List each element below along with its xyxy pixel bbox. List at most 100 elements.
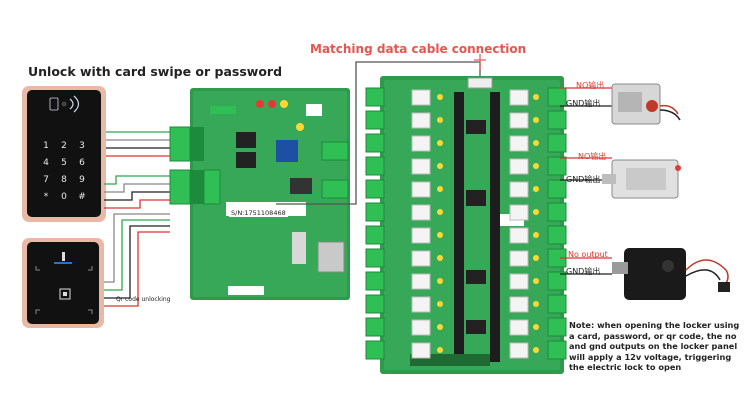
card-reader-device [22, 86, 106, 222]
right-relay-0 [509, 89, 529, 106]
left-relay-6 [411, 227, 431, 244]
right-terminal-9 [547, 294, 567, 314]
left-terminal-8 [365, 271, 385, 291]
right-led-11 [533, 347, 539, 353]
keypad-key-2: 3 [79, 141, 85, 151]
controller-board [169, 88, 350, 300]
right-relay-3 [509, 158, 529, 175]
keypad-key-6: 7 [43, 175, 49, 185]
lock2-gnd-label: GND输出 [566, 175, 601, 184]
keypad-key-4: 5 [61, 158, 67, 168]
right-terminal-5 [547, 202, 567, 222]
right-relay-2 [509, 135, 529, 152]
reader-wires [104, 131, 170, 307]
keypad-key-3: 4 [43, 158, 49, 168]
keypad-key-11: # [78, 192, 86, 202]
right-relay-6 [509, 227, 529, 244]
right-led-2 [533, 140, 539, 146]
locker-relays [365, 87, 567, 360]
right-relay-11 [509, 342, 529, 359]
lock2-no-label: NO输出 [578, 152, 607, 161]
right-relay-7 [509, 250, 529, 267]
electric-lock-3 [612, 248, 730, 300]
right-led-4 [533, 186, 539, 192]
right-relay-4 [509, 181, 529, 198]
left-relay-0 [411, 89, 431, 106]
right-relay-1 [509, 112, 529, 129]
left-relay-1 [411, 112, 431, 129]
keypad-key-10: 0 [61, 192, 67, 202]
left-led-10 [437, 324, 443, 330]
right-terminal-1 [547, 110, 567, 130]
left-relay-10 [411, 319, 431, 336]
left-led-1 [437, 117, 443, 123]
left-led-0 [437, 94, 443, 100]
right-terminal-2 [547, 133, 567, 153]
lock1-gnd-label: GND输出 [566, 99, 601, 108]
left-led-11 [437, 347, 443, 353]
right-terminal-8 [547, 271, 567, 291]
right-led-10 [533, 324, 539, 330]
right-led-6 [533, 232, 539, 238]
lock1-no-label: NO输出 [576, 81, 605, 90]
left-terminal-0 [365, 87, 385, 107]
right-led-8 [533, 278, 539, 284]
left-terminal-5 [365, 202, 385, 222]
left-relay-4 [411, 181, 431, 198]
left-led-5 [437, 209, 443, 215]
right-terminal-4 [547, 179, 567, 199]
left-heading: Unlock with card swipe or password [28, 64, 283, 79]
left-led-9 [437, 301, 443, 307]
data-cable [276, 54, 486, 205]
left-led-3 [437, 163, 443, 169]
left-terminal-10 [365, 317, 385, 337]
left-terminal-4 [365, 179, 385, 199]
right-led-0 [533, 94, 539, 100]
right-led-5 [533, 209, 539, 215]
right-led-3 [533, 163, 539, 169]
keypad-key-5: 6 [79, 158, 85, 168]
right-led-1 [533, 117, 539, 123]
qr-code-label: Qr code unlocking [116, 296, 171, 303]
left-relay-5 [411, 204, 431, 221]
keypad: 1 2 3 4 5 6 7 8 9 * 0 # [43, 141, 86, 202]
right-relay-8 [509, 273, 529, 290]
left-terminal-11 [365, 340, 385, 360]
right-relay-5 [509, 204, 529, 221]
electric-lock-2 [602, 159, 681, 199]
note-text: Note: when opening the locker using a ca… [569, 320, 740, 373]
left-led-7 [437, 255, 443, 261]
left-relay-7 [411, 250, 431, 267]
left-led-2 [437, 140, 443, 146]
left-led-8 [437, 278, 443, 284]
left-terminal-3 [365, 156, 385, 176]
keypad-key-8: 9 [79, 175, 85, 185]
lock3-no-label: No output [568, 250, 608, 259]
left-led-6 [437, 232, 443, 238]
right-led-9 [533, 301, 539, 307]
left-led-4 [437, 186, 443, 192]
left-terminal-9 [365, 294, 385, 314]
lock3-gnd-label: GND输出 [566, 267, 601, 276]
keypad-key-0: 1 [43, 141, 49, 151]
keypad-key-1: 2 [61, 141, 67, 151]
right-terminal-0 [547, 87, 567, 107]
left-terminal-7 [365, 248, 385, 268]
right-led-7 [533, 255, 539, 261]
left-terminal-1 [365, 110, 385, 130]
keypad-key-9: * [44, 192, 49, 202]
left-terminal-2 [365, 133, 385, 153]
left-relay-3 [411, 158, 431, 175]
right-terminal-11 [547, 340, 567, 360]
left-relay-11 [411, 342, 431, 359]
left-relay-9 [411, 296, 431, 313]
right-relay-9 [509, 296, 529, 313]
diagram-title: Matching data cable connection [310, 42, 527, 56]
left-relay-2 [411, 135, 431, 152]
serial-number: S/N:1751108468 [229, 209, 288, 217]
keypad-key-7: 8 [61, 175, 67, 185]
right-terminal-10 [547, 317, 567, 337]
right-terminal-3 [547, 156, 567, 176]
right-relay-10 [509, 319, 529, 336]
